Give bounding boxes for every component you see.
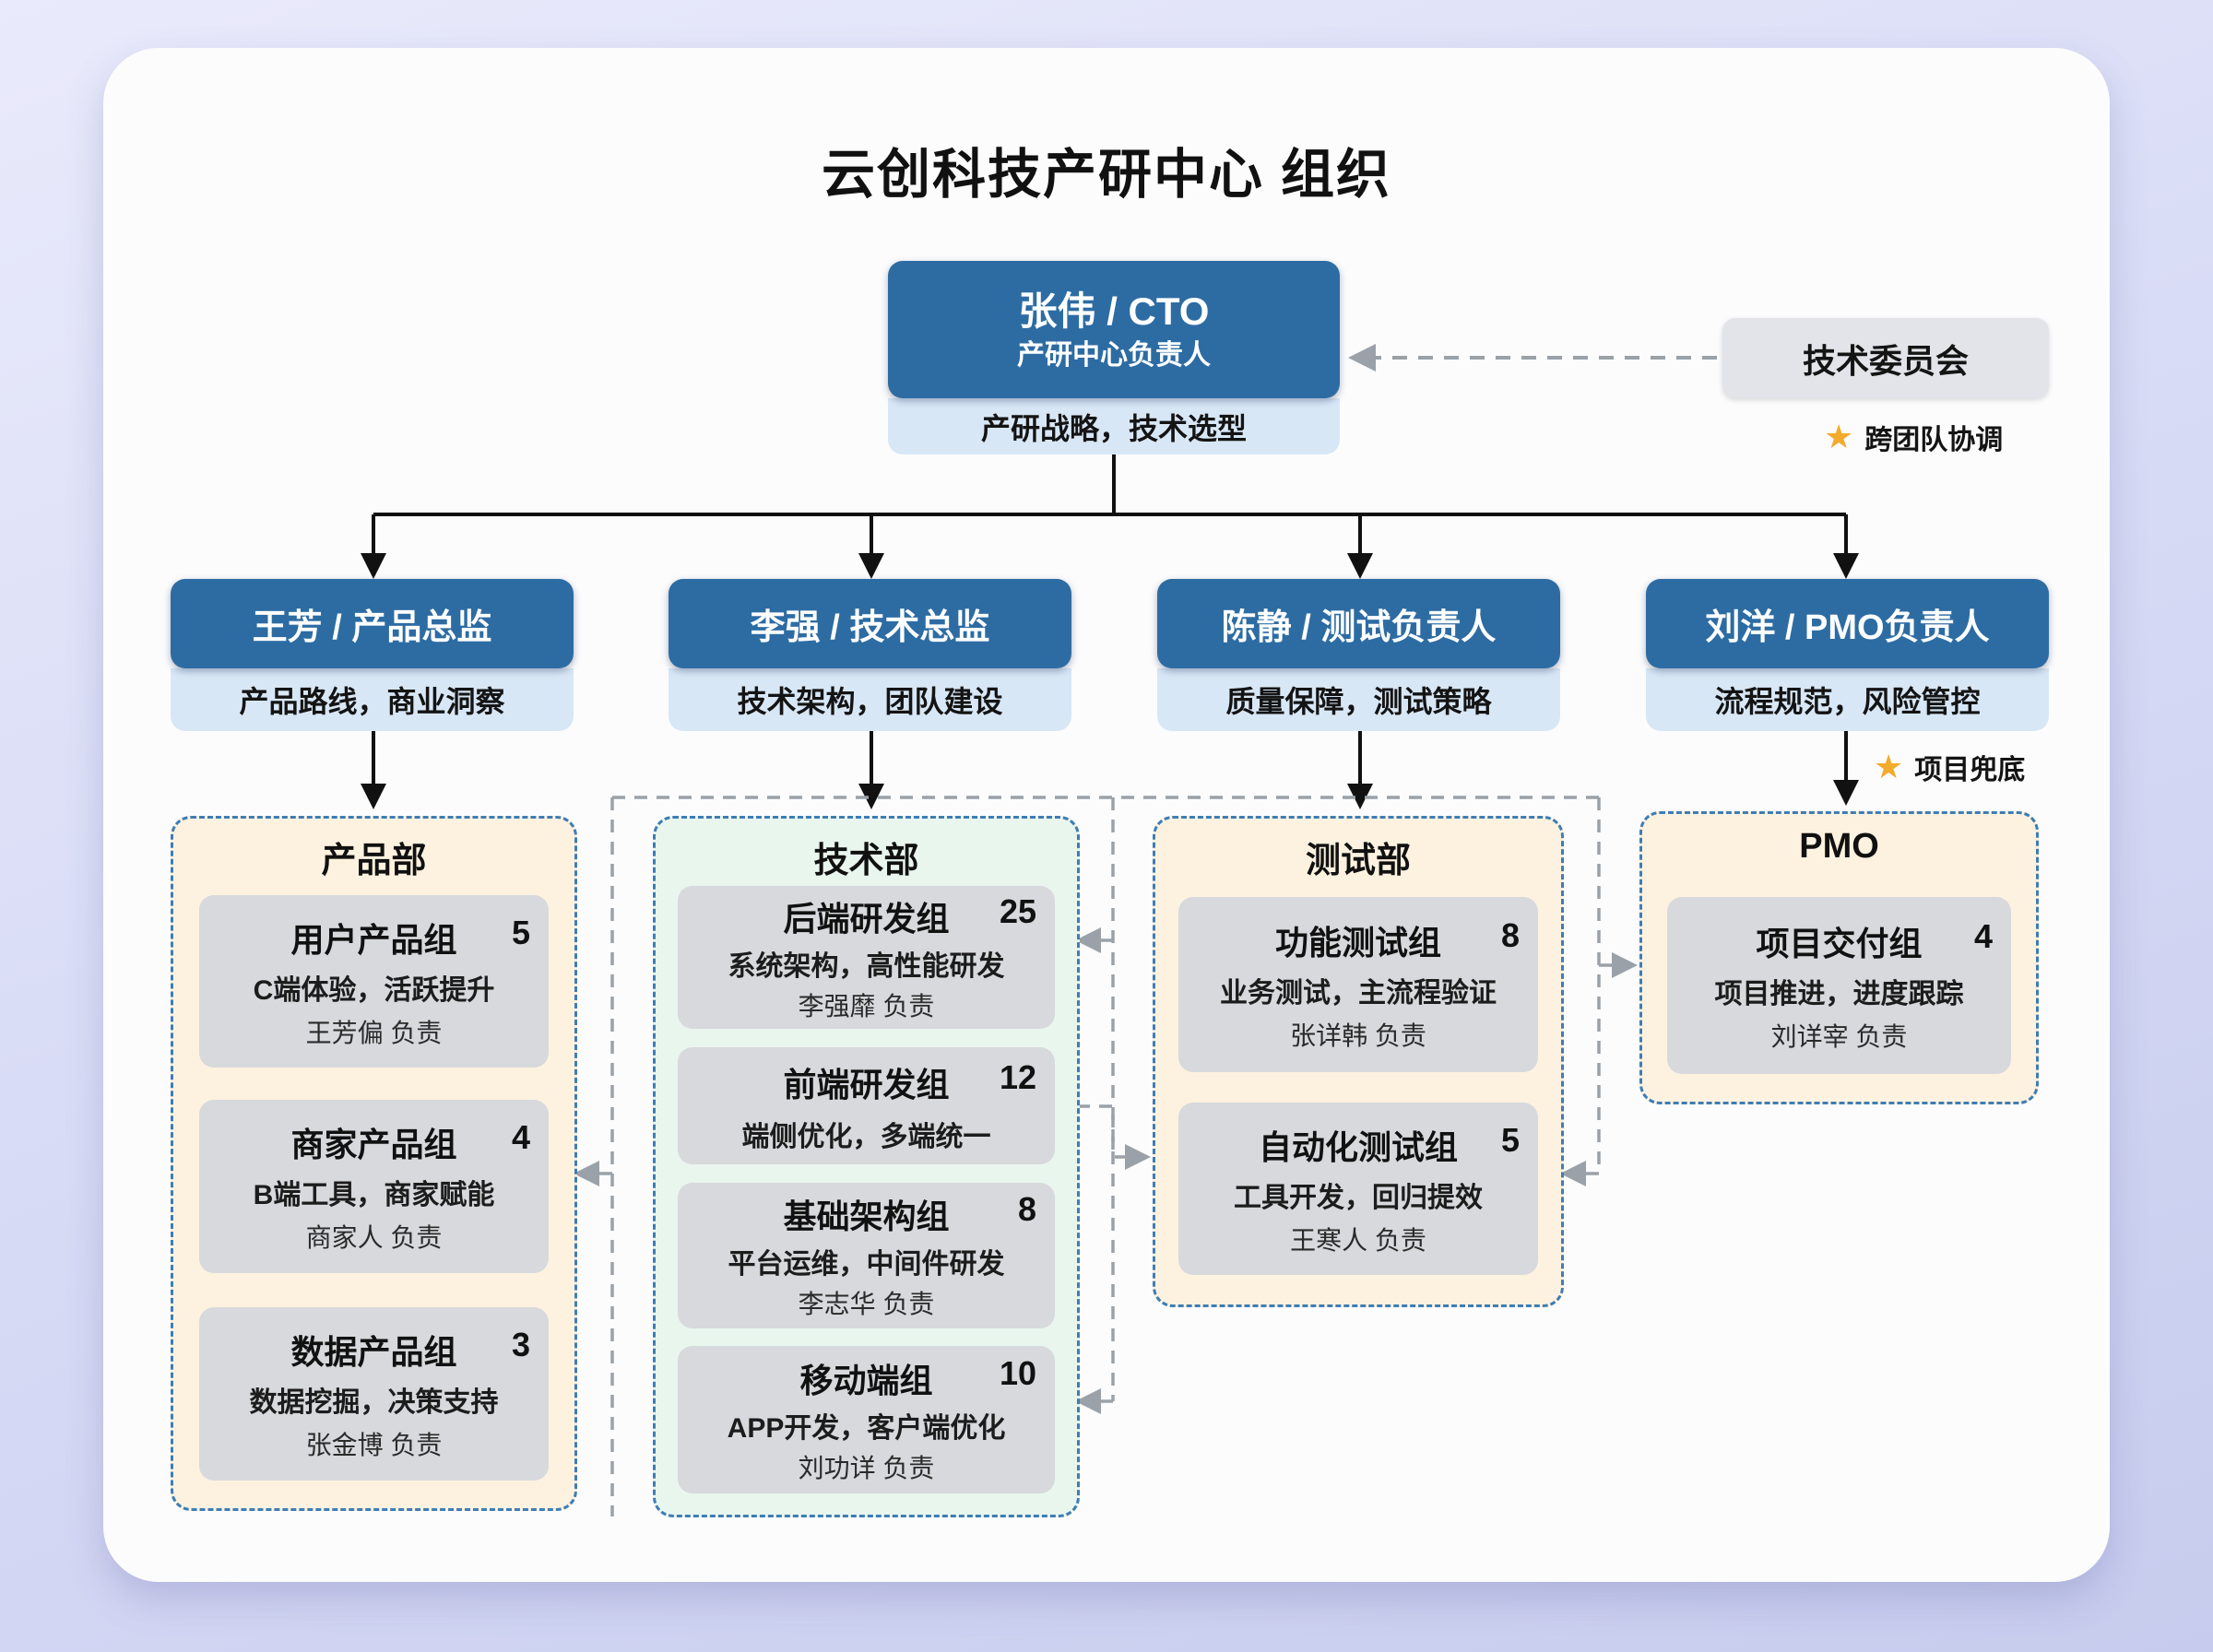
group-headcount: 3 (511, 1326, 530, 1363)
group-desc: 平台运维，中间件研发 (728, 1249, 1005, 1280)
group-leader: 刘详宰 负责 (1770, 1022, 1908, 1051)
group-desc: 系统架构，高性能研发 (728, 950, 1005, 982)
node-director-tech: 李强 / 技术总监 (669, 579, 1071, 668)
director-pmo-focus: 流程规范，风险管控 (1646, 668, 2049, 731)
group-desc: 项目推进，进度跟踪 (1714, 979, 1964, 1009)
group-leader: 李志华 负责 (798, 1290, 935, 1318)
dept-title: PMO (1799, 827, 1879, 866)
group-leader: 刘功详 负责 (798, 1454, 935, 1482)
group-title: 用户产品组 (290, 920, 457, 959)
dept-title: 测试部 (1305, 842, 1411, 880)
group-headcount: 8 (1017, 1190, 1036, 1228)
group-merchant-product: 商家产品组 4 B端工具，商家赋能 商家人 负责 (199, 1100, 549, 1273)
star-icon: ★ (1874, 748, 1904, 785)
dept-tech: 技术部 后端研发组 25 系统架构，高性能研发 李强靡 负责 前端研发组 12 端侧… (653, 816, 1080, 1517)
node-director-product: 王芳 / 产品总监 (171, 579, 574, 668)
group-desc: 业务测试，主流程验证 (1220, 978, 1497, 1009)
group-leader: 张详韩 负责 (1290, 1021, 1426, 1050)
group-headcount: 12 (999, 1057, 1036, 1096)
group-title: 商家产品组 (290, 1126, 457, 1163)
pmo-note: ★ 项目兜底 (1874, 747, 2025, 787)
group-headcount: 25 (999, 891, 1036, 930)
group-headcount: 4 (511, 1118, 530, 1156)
group-user-product: 用户产品组 5 C端体验，活跃提升 王芳偏 负责 (199, 895, 549, 1068)
collaboration-lines (598, 796, 1615, 1516)
group-title: 前端研发组 (783, 1065, 950, 1103)
group-title: 功能测试组 (1274, 924, 1441, 962)
group-mobile: 移动端组 10 APP开发，客户端优化 刘功详 负责 (678, 1346, 1055, 1493)
cto-name: 张伟 / CTO (1018, 289, 1210, 333)
star-icon: ★ (1824, 418, 1854, 455)
group-desc: C端体验，活跃提升 (253, 974, 495, 1006)
group-infrastructure: 基础架构组 8 平台运维，中间件研发 李志华 负责 (678, 1183, 1055, 1328)
group-automation-test: 自动化测试组 5 工具开发，回归提效 王寒人 负责 (1178, 1103, 1538, 1275)
dept-pmo: PMO 项目交付组 4 项目推进，进度跟踪 刘详宰 负责 (1639, 811, 2039, 1104)
group-title: 项目交付组 (1756, 925, 1923, 962)
director-product-focus: 产品路线，商业洞察 (171, 668, 574, 731)
cto-role: 产研中心负责人 (1017, 339, 1211, 371)
group-title: 数据产品组 (290, 1333, 457, 1371)
group-title: 移动端组 (799, 1362, 933, 1399)
group-desc: APP开发，客户端优化 (727, 1413, 1006, 1444)
group-desc: 工具开发，回归提效 (1234, 1182, 1483, 1213)
group-desc: B端工具，商家赋能 (253, 1180, 495, 1210)
director-name: 李强 / 技术总监 (750, 608, 990, 647)
committee-note: ★ 跨团队协调 (1824, 417, 2003, 457)
group-title: 基础架构组 (783, 1198, 950, 1235)
group-headcount: 8 (1500, 916, 1520, 954)
node-cto: 张伟 / CTO 产研中心负责人 (888, 261, 1340, 398)
committee-note-label: 跨团队协调 (1864, 425, 2004, 455)
group-leader: 王寒人 负责 (1290, 1225, 1426, 1255)
group-desc: 端侧优化，多端统一 (741, 1121, 991, 1152)
director-test-focus: 质量保障，测试策略 (1157, 668, 1560, 731)
group-leader: 王芳偏 负责 (305, 1018, 443, 1047)
director-tech-focus: 技术架构，团队建设 (669, 668, 1071, 731)
dept-title: 产品部 (321, 842, 427, 880)
group-backend: 后端研发组 25 系统架构，高性能研发 李强靡 负责 (678, 886, 1055, 1029)
group-leader: 张金博 负责 (305, 1431, 443, 1459)
node-director-test: 陈静 / 测试负责人 (1157, 579, 1560, 668)
committee-connector (1348, 344, 1717, 372)
group-headcount: 4 (1973, 917, 1993, 955)
pmo-note-label: 项目兜底 (1914, 755, 2026, 785)
group-headcount: 5 (511, 913, 530, 951)
node-tech-committee: 技术委员会 (1722, 318, 2049, 398)
page-title: 云创科技产研中心 组织 (821, 145, 1392, 205)
group-title: 后端研发组 (783, 899, 950, 938)
group-functional-test: 功能测试组 8 业务测试，主流程验证 张详韩 负责 (1178, 897, 1538, 1072)
group-desc: 数据挖掘，决策支持 (249, 1387, 499, 1418)
group-title: 自动化测试组 (1258, 1127, 1458, 1166)
group-frontend: 前端研发组 12 端侧优化，多端统一 (678, 1047, 1055, 1164)
hierarchy-arrowheads (361, 553, 1859, 809)
group-headcount: 10 (999, 1354, 1036, 1392)
dept-title: 技术部 (813, 842, 919, 880)
group-leader: 李强靡 负责 (798, 991, 935, 1021)
group-headcount: 5 (1500, 1120, 1520, 1159)
dept-test: 测试部 功能测试组 8 业务测试，主流程验证 张详韩 负责 自动化测试组 5 工具开… (1153, 816, 1564, 1307)
node-director-pmo: 刘洋 / PMO负责人 (1646, 579, 2049, 668)
group-delivery: 项目交付组 4 项目推进，进度跟踪 刘详宰 负责 (1667, 897, 2011, 1074)
collaboration-arrowheads (574, 927, 1638, 1414)
director-name: 陈静 / 测试负责人 (1221, 608, 1497, 647)
director-name: 王芳 / 产品总监 (252, 608, 492, 647)
hierarchy-lines (372, 454, 1848, 784)
director-name: 刘洋 / PMO负责人 (1705, 608, 1990, 647)
dept-product: 产品部 用户产品组 5 C端体验，活跃提升 王芳偏 负责 商家产品组 4 B端工具，… (171, 816, 577, 1511)
cto-focus: 产研战略，技术选型 (888, 398, 1340, 454)
group-data-product: 数据产品组 3 数据挖掘，决策支持 张金博 负责 (199, 1307, 549, 1481)
group-leader: 商家人 负责 (305, 1223, 443, 1252)
